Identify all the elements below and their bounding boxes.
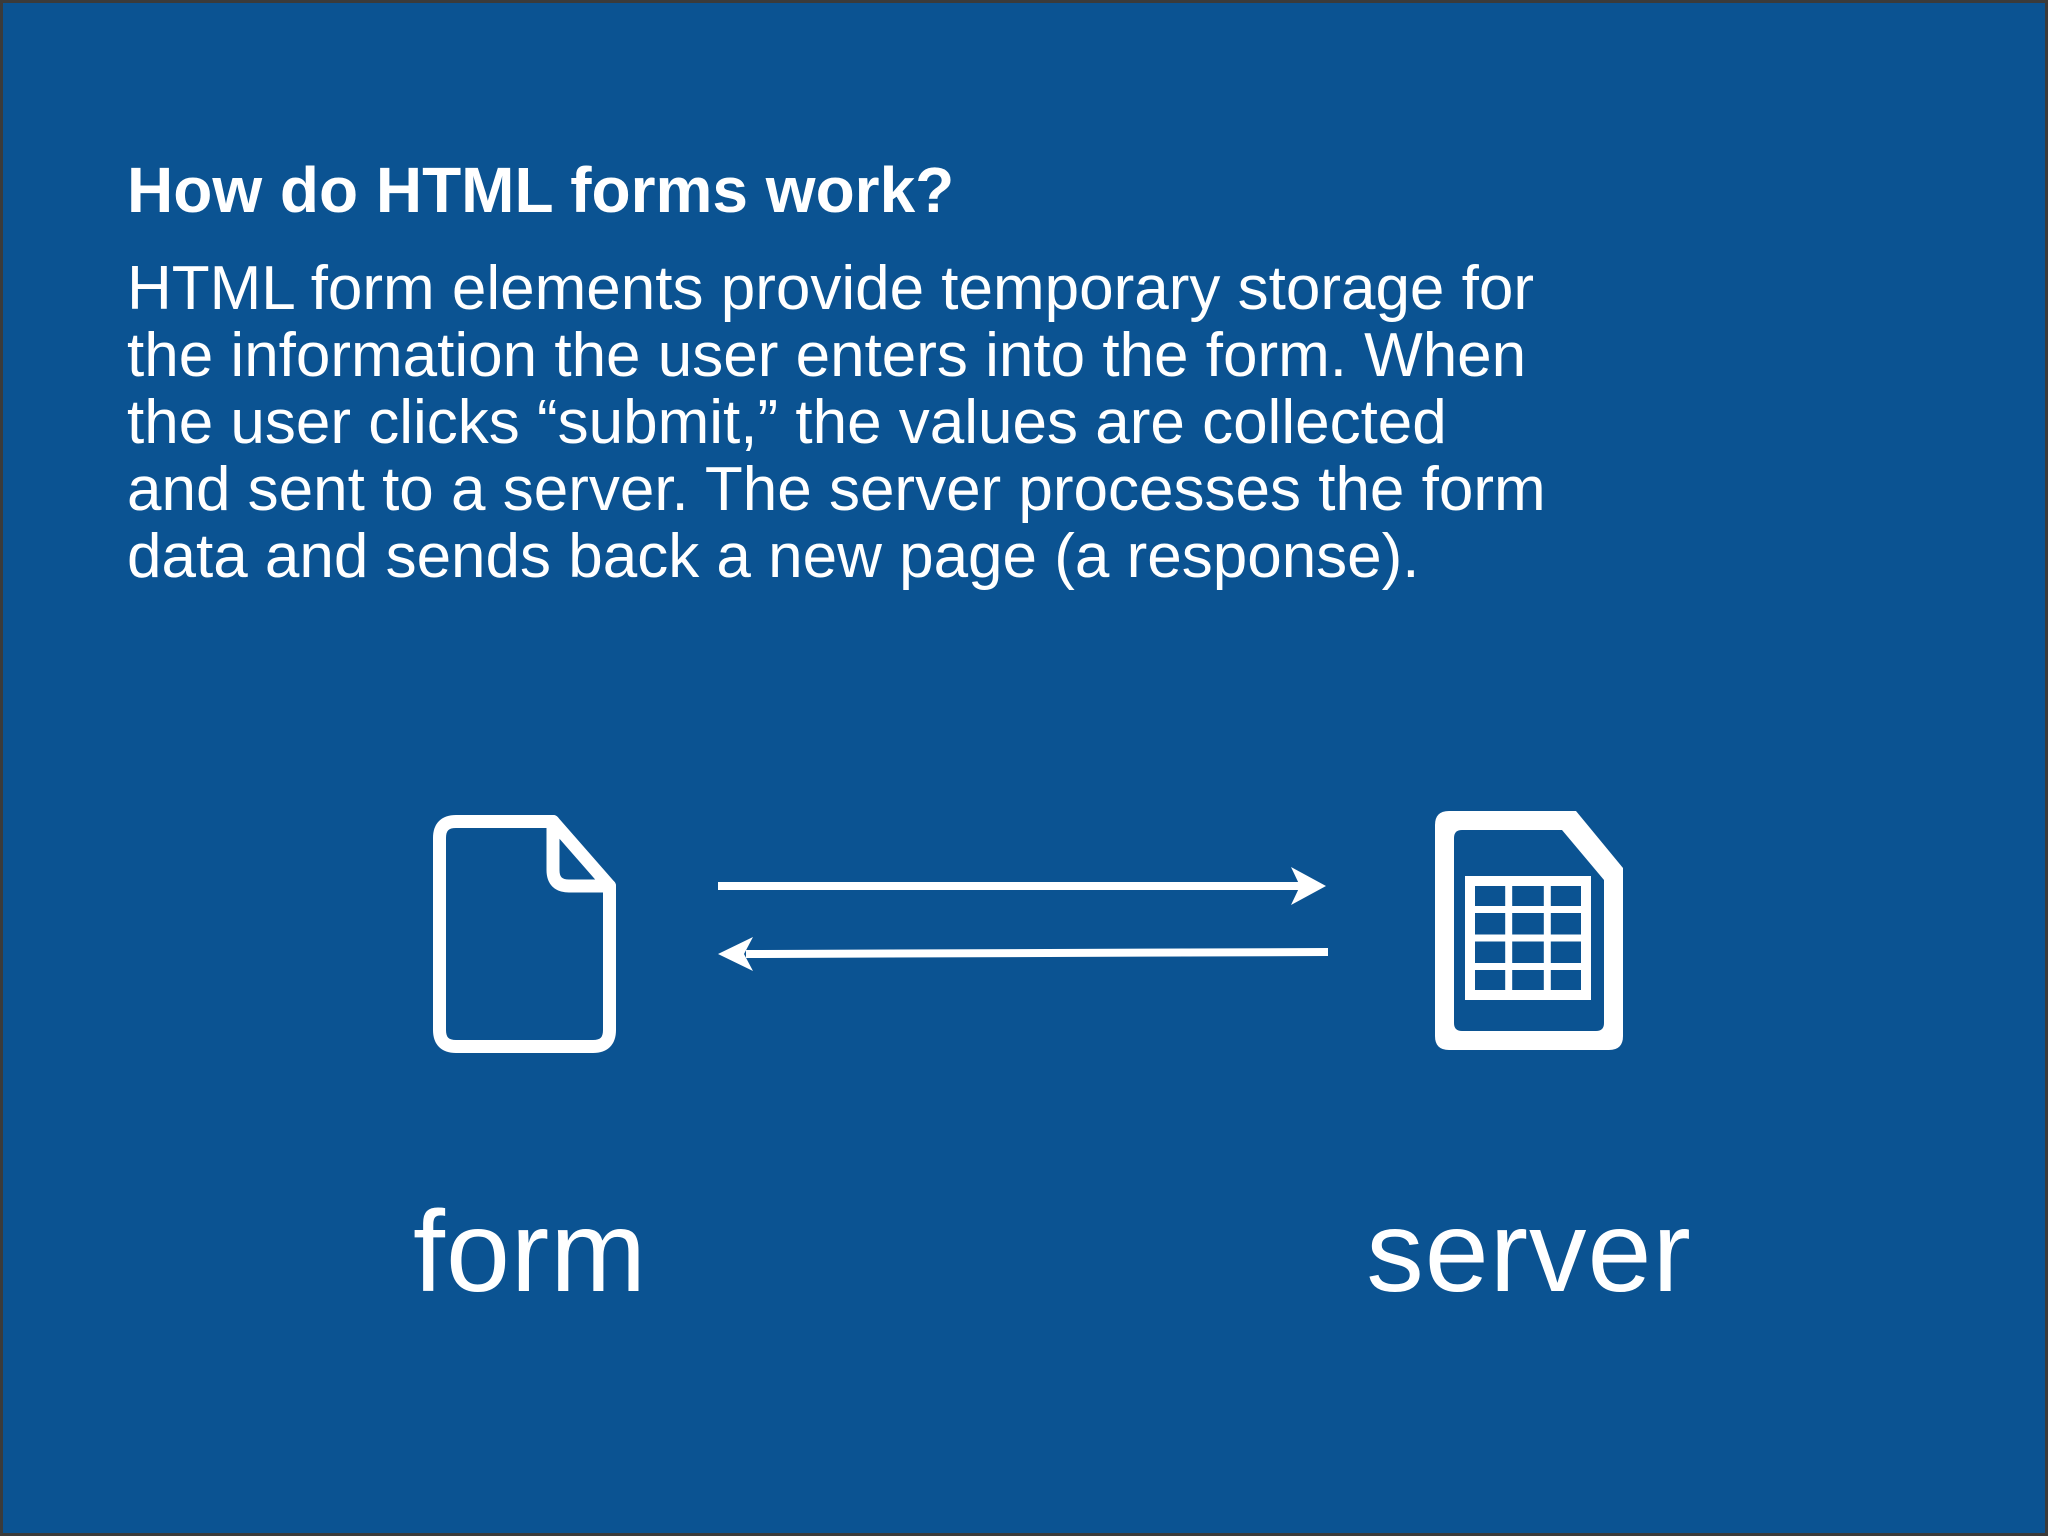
server-label: server <box>1366 1188 1692 1316</box>
server-document-icon <box>1435 811 1623 1050</box>
request-arrow-icon <box>718 867 1326 905</box>
body-line: HTML form elements provide temporary sto… <box>127 254 1534 323</box>
slide-title: How do HTML forms work? <box>127 154 955 226</box>
response-arrow-icon <box>718 937 1329 971</box>
table-grid-icon <box>1465 876 1591 1000</box>
body-line: the information the user enters into the… <box>127 321 1527 390</box>
body-line: the user clicks “submit,” the values are… <box>127 388 1447 457</box>
form-label: form <box>413 1188 647 1316</box>
body-line: data and sends back a new page (a respon… <box>127 522 1420 591</box>
form-document-icon <box>433 815 616 1053</box>
body-line: and sent to a server. The server process… <box>127 455 1546 524</box>
arrows-group <box>718 867 1329 971</box>
slide-body: HTML form elements provide temporary sto… <box>127 255 1546 590</box>
